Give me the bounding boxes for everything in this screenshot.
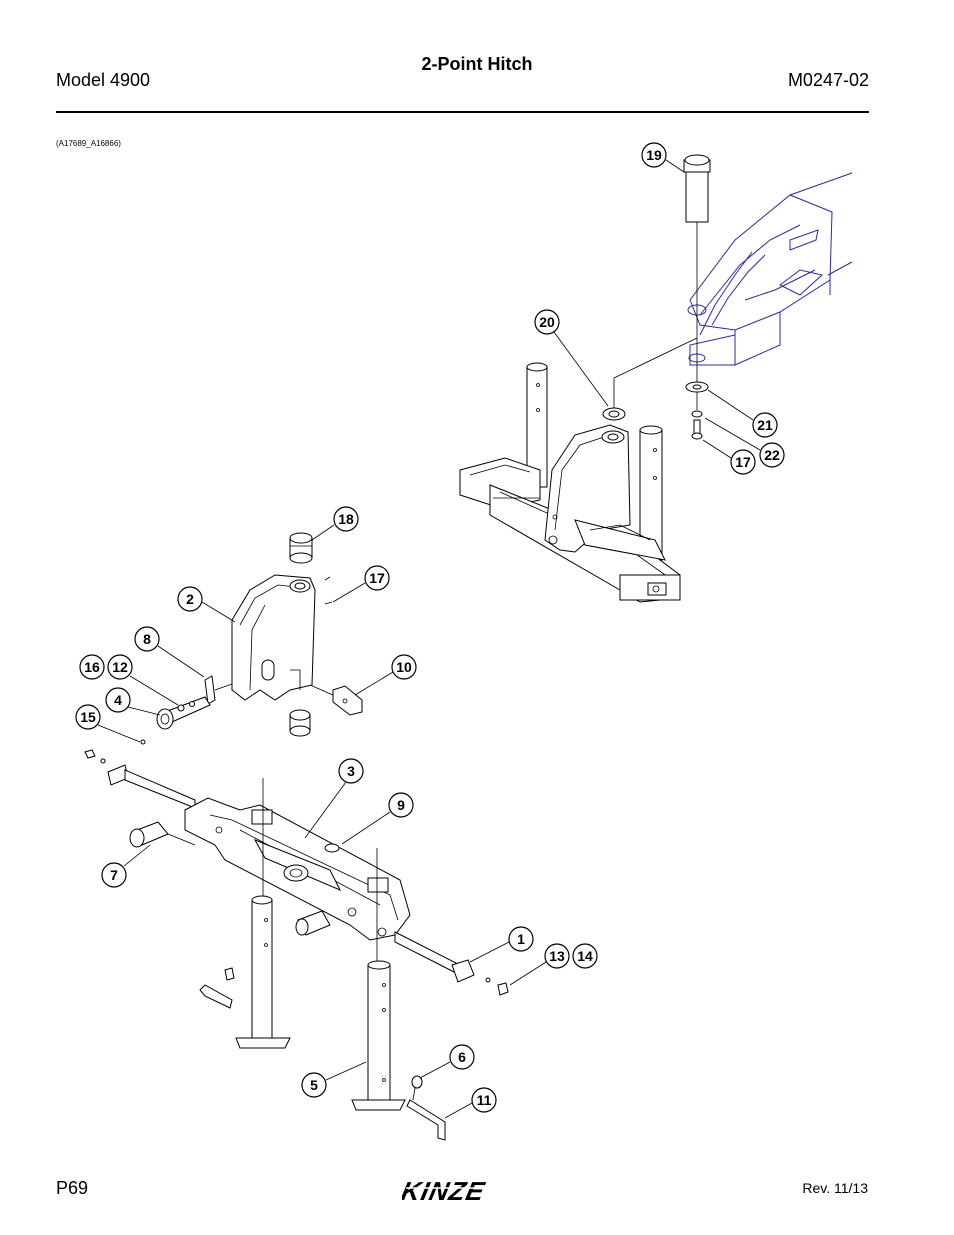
bracket-2-drawing xyxy=(231,574,333,701)
callout-4: 4 xyxy=(105,687,161,716)
svg-text:16: 16 xyxy=(84,659,100,675)
svg-text:18: 18 xyxy=(338,511,354,527)
callout-5: 5 xyxy=(301,1061,367,1098)
svg-text:15: 15 xyxy=(80,709,96,725)
bushing-18-drawing xyxy=(289,532,313,564)
callout-15: 15 xyxy=(75,704,141,743)
svg-text:19: 19 xyxy=(646,147,662,163)
svg-text:1: 1 xyxy=(517,931,525,947)
callout-10: 10 xyxy=(354,654,417,696)
callout-6: 6 xyxy=(419,1044,475,1079)
fasteners-upper xyxy=(685,381,709,440)
svg-text:10: 10 xyxy=(396,659,412,675)
plate-10-drawing xyxy=(309,684,363,716)
model-label: Model 4900 xyxy=(56,70,151,90)
page-title: 2-Point Hitch xyxy=(421,54,533,74)
svg-text:21: 21 xyxy=(757,417,773,433)
svg-text:4: 4 xyxy=(114,692,122,708)
washer-20-drawing xyxy=(602,337,698,421)
lower-assembly xyxy=(84,532,509,1141)
callout-13: 13 xyxy=(509,943,570,986)
document-number: M0247-02 xyxy=(787,70,869,90)
svg-text:13: 13 xyxy=(549,948,565,964)
bushing-7-drawing xyxy=(129,821,196,848)
hitch-arm-drawing xyxy=(687,172,853,366)
svg-text:7: 7 xyxy=(110,867,118,883)
callout-11: 11 xyxy=(444,1087,497,1119)
bushing-lower-drawing xyxy=(295,910,331,936)
callout-3: 3 xyxy=(304,758,364,839)
callout-21: 21 xyxy=(707,389,778,438)
upper-frame-drawing xyxy=(459,362,681,603)
svg-text:6: 6 xyxy=(458,1049,466,1065)
svg-text:12: 12 xyxy=(112,659,128,675)
pin-19-drawing xyxy=(683,154,711,410)
figure-reference: (A17689_A16866) xyxy=(56,139,121,148)
callout-17b: 17 xyxy=(702,439,756,475)
callout-2: 2 xyxy=(177,586,236,623)
svg-text:11: 11 xyxy=(477,1092,492,1108)
revision-label: Rev. 11/13 xyxy=(802,1180,868,1196)
upper-assembly xyxy=(459,154,853,603)
callout-7: 7 xyxy=(101,844,151,888)
svg-text:20: 20 xyxy=(539,314,555,330)
top-hardware-drawing xyxy=(84,749,196,809)
svg-text:8: 8 xyxy=(143,631,151,647)
callout-22: 22 xyxy=(704,417,785,468)
callout-16: 16 xyxy=(79,654,105,680)
bushing-18b-drawing xyxy=(289,709,311,737)
callout-1: 1 xyxy=(469,926,534,963)
jack-right-drawing xyxy=(351,960,406,1111)
header-rule xyxy=(56,111,869,113)
pin-1-drawing xyxy=(394,931,509,996)
page-number: P69 xyxy=(56,1178,89,1198)
kinze-logo: KINZE xyxy=(402,1176,516,1206)
callout-19: 19 xyxy=(641,142,685,173)
callout-8: 8 xyxy=(134,626,205,678)
callout-17: 17 xyxy=(332,565,390,603)
svg-text:9: 9 xyxy=(397,797,405,813)
svg-text:2: 2 xyxy=(186,591,194,607)
svg-text:17: 17 xyxy=(735,454,751,470)
callout-9: 9 xyxy=(341,792,414,845)
frame-3-drawing xyxy=(184,778,411,965)
svg-text:5: 5 xyxy=(310,1077,318,1093)
pin-11-drawing xyxy=(406,1075,446,1141)
svg-text:17: 17 xyxy=(369,570,385,586)
jack-left-drawing xyxy=(199,895,291,1049)
callout-20: 20 xyxy=(534,309,609,407)
svg-text:KINZE: KINZE xyxy=(402,1176,488,1206)
svg-text:22: 22 xyxy=(764,447,780,463)
callout-12: 12 xyxy=(107,654,179,706)
svg-text:14: 14 xyxy=(577,948,593,964)
svg-text:3: 3 xyxy=(347,763,355,779)
callout-18: 18 xyxy=(311,506,359,541)
callout-14: 14 xyxy=(572,943,598,969)
pin-4-drawing xyxy=(140,675,233,745)
